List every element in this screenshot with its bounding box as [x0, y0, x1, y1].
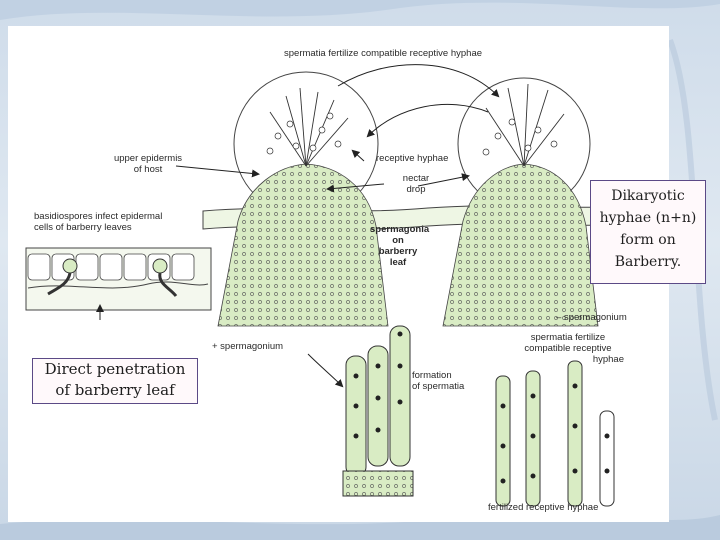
leaf-cross-section-left: [25, 247, 212, 311]
label-upper-epidermis: upper epidermis of host: [113, 153, 183, 175]
label-fertilized-receptive-hyphae: fertilized receptive hyphae: [488, 502, 599, 513]
receptive-hyphae-illustration: [495, 360, 615, 507]
label-spermatia-fertilize-right: spermatia fertilize compatible receptive…: [524, 332, 624, 365]
label-receptive-hyphae: receptive hyphae: [376, 153, 449, 164]
label-plus-spermagonium: + spermagonium: [212, 341, 284, 352]
diagram-arrows: [96, 64, 500, 388]
spermagonium-left: [217, 71, 389, 327]
label-nectar-drop: nectar drop: [402, 173, 430, 195]
spermatia-formation-illustration: [342, 325, 414, 497]
spermagonium-right: [442, 77, 599, 327]
callout-direct-penetration: Direct penetration of barberry leaf: [32, 358, 198, 404]
rust-life-cycle-illustration: [25, 64, 664, 507]
label-formation-of-spermatia: formation of spermatia: [412, 370, 465, 392]
label-minus-spermagonium: – spermagonium: [556, 312, 627, 323]
callout-dikaryotic-hyphae: Dikaryotic hyphae (n+n) form on Barberry…: [590, 180, 706, 284]
label-spermatia-fertilize-top: spermatia fertilize compatible receptive…: [284, 48, 483, 59]
label-spermagonia-on-leaf: spermagonia on barberry leaf: [370, 224, 430, 268]
diagram-panel: spermatia fertilize compatible receptive…: [8, 26, 669, 522]
label-basidiospores: basidiospores infect epidermal cells of …: [34, 211, 163, 233]
